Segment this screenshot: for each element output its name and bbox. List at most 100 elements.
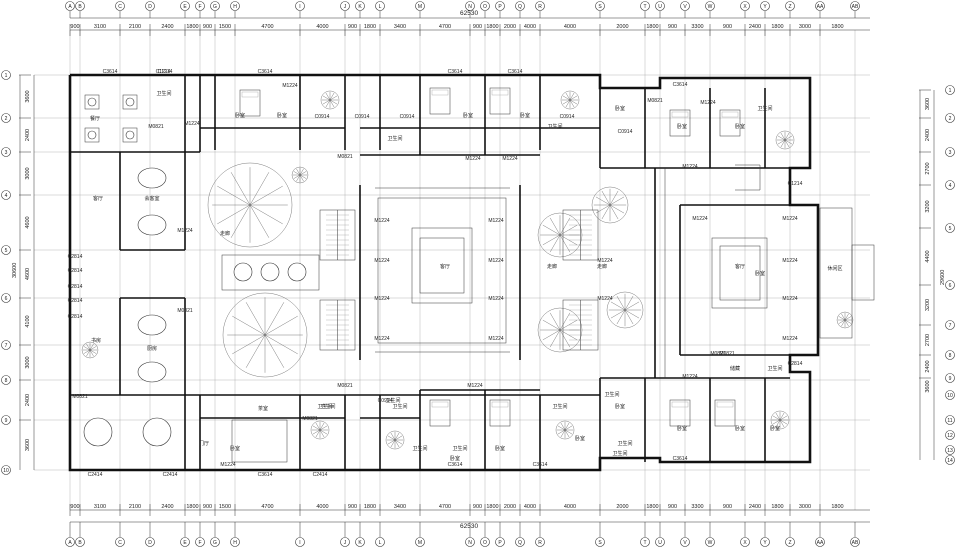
- dimension-label: 2000: [504, 504, 516, 510]
- dimension-label: 4700: [439, 504, 451, 510]
- room-label: 休闲区: [827, 265, 842, 272]
- dimension-label: 2700: [925, 334, 931, 346]
- grid-axis-label: 8: [5, 378, 8, 384]
- grid-axis-label: R: [538, 540, 542, 546]
- left-dimension-chain: 30600 3600240030004600460041003000240036…: [1, 70, 35, 475]
- dimension-label: 4000: [524, 504, 536, 510]
- door-label: M1224: [467, 383, 483, 389]
- dimension-label: 3600: [25, 439, 31, 451]
- room-label: 卫生间: [392, 403, 407, 410]
- window-label: C3614: [533, 462, 548, 468]
- window-label: C1214: [788, 181, 803, 187]
- door-label: M1224: [374, 218, 390, 224]
- dimension-label: 4000: [524, 24, 536, 30]
- dimension-label: 900: [203, 24, 212, 30]
- room-label: 厨房: [147, 345, 157, 352]
- room-label: 卧室: [450, 455, 460, 462]
- door-label: M1224: [282, 83, 298, 89]
- grid-axis-label: M: [418, 4, 422, 10]
- dimension-label: 2400: [25, 129, 31, 141]
- room-label: 卫生间: [317, 403, 332, 410]
- grid-axis-label: P: [498, 4, 502, 10]
- dimension-label: 900: [723, 504, 732, 510]
- dimension-label: 1500: [219, 24, 231, 30]
- grid-axis-label: I: [299, 4, 300, 10]
- grid-axis-label: S: [598, 4, 602, 10]
- grid-axis-label: 4: [949, 183, 952, 189]
- grid-axis-label: L: [379, 4, 382, 10]
- door-label: M0821: [302, 416, 318, 422]
- dimension-label: 3600: [25, 90, 31, 102]
- dimension-label: 900: [70, 24, 79, 30]
- dimension-label: 1800: [186, 24, 198, 30]
- dimension-label: 4000: [316, 504, 328, 510]
- grid-axis-label: B: [78, 540, 82, 546]
- window-label: C0914: [400, 114, 415, 120]
- grid-axis-label: Q: [518, 4, 522, 10]
- grid-axis-label: 3: [5, 150, 8, 156]
- door-label: M1224: [374, 296, 390, 302]
- dimension-label: 3300: [691, 504, 703, 510]
- door-label: M1224: [682, 164, 698, 170]
- grid-axis-label: AB: [852, 4, 859, 10]
- window-label: C3614: [673, 456, 688, 462]
- grid-axis-label: M: [418, 540, 422, 546]
- grid-axis-label: D: [148, 4, 152, 10]
- grid-axis-label: 10: [3, 468, 9, 474]
- room-label: 走廊: [220, 230, 230, 237]
- room-label: 卫生间: [612, 450, 627, 457]
- room-label: 卫生间: [547, 123, 562, 130]
- dimension-label: 900: [723, 24, 732, 30]
- walls: [68, 73, 875, 472]
- door-label: M1224: [597, 258, 613, 264]
- grid-axis-label: D: [148, 540, 152, 546]
- grid-axis-label: 14: [947, 458, 953, 464]
- door-label: M1224: [692, 216, 708, 222]
- door-label: M1224: [682, 374, 698, 380]
- room-label: 卧室: [230, 445, 240, 452]
- dimension-label: 1800: [771, 24, 783, 30]
- door-label: M0821: [72, 394, 88, 400]
- window-label: C2814: [68, 268, 83, 274]
- door-label: M1224: [782, 296, 798, 302]
- window-label: C1214: [156, 69, 171, 75]
- dimension-label: 1800: [831, 24, 843, 30]
- grid-axis-label: 1: [949, 88, 952, 94]
- window-label: C3614: [258, 69, 273, 75]
- room-label: 茶室: [258, 405, 268, 412]
- dimension-label: 1800: [486, 504, 498, 510]
- window-label: C1214: [158, 69, 173, 75]
- dimension-label: 4100: [25, 315, 31, 327]
- dimension-label: 900: [348, 504, 357, 510]
- dimension-label: 3000: [25, 167, 31, 179]
- grid-axis-label: V: [683, 540, 687, 546]
- dimension-label: 2000: [616, 24, 628, 30]
- window-label: C2414: [88, 472, 103, 478]
- dimension-label: 3100: [94, 24, 106, 30]
- grid-axis-label: Q: [518, 540, 522, 546]
- dimension-label: 2100: [129, 24, 141, 30]
- bottom-total-dimension: 62530: [460, 523, 478, 530]
- dimension-label: 1800: [831, 504, 843, 510]
- dimension-label: 1800: [186, 504, 198, 510]
- room-label: 卫生间: [604, 391, 619, 398]
- door-label: M0821: [719, 351, 735, 357]
- dimension-label: 4000: [564, 504, 576, 510]
- dimension-label: 3400: [394, 504, 406, 510]
- door-label: M1224: [700, 100, 716, 106]
- grid-axis-label: J: [344, 4, 347, 10]
- door-label: M1224: [374, 258, 390, 264]
- door-label: M1224: [782, 216, 798, 222]
- room-label: 卧室: [735, 123, 745, 130]
- room-label: 书房: [91, 337, 101, 344]
- grid-axis-label: U: [658, 4, 662, 10]
- dimension-label: 1500: [219, 504, 231, 510]
- room-label: 卧室: [677, 123, 687, 130]
- dimension-label: 1800: [646, 24, 658, 30]
- window-label: C2814: [68, 314, 83, 320]
- dimension-label: 4700: [261, 24, 273, 30]
